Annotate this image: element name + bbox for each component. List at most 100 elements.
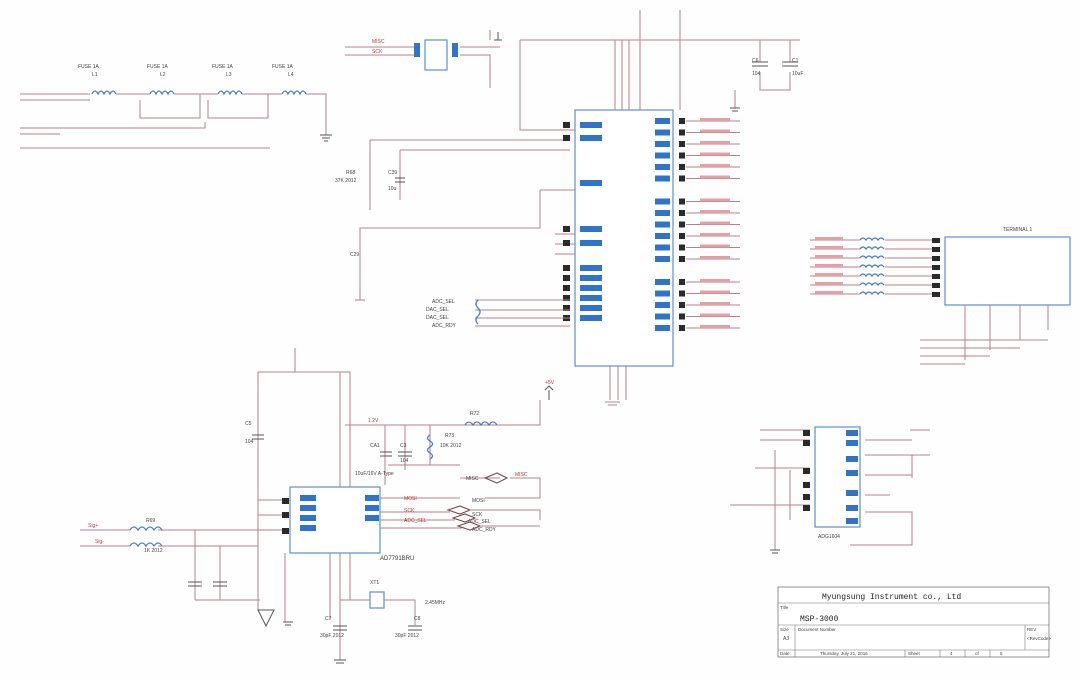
c1-label: C1: [792, 58, 799, 64]
mcu-pad: [655, 313, 670, 320]
conn-net-label: [815, 282, 843, 285]
small-ic-pin: [803, 482, 810, 488]
mcu-pin: [679, 210, 685, 216]
svg-text:ADC_SEL: ADC_SEL: [468, 519, 491, 525]
conn-resistor: [859, 282, 885, 287]
c3-value: 104: [400, 458, 409, 464]
adc-pad: [300, 525, 316, 531]
mcu-pad: [580, 285, 602, 291]
r68-value: 37K 2012: [335, 178, 357, 184]
conn-net-label: [815, 255, 843, 258]
small-ic-pad: [846, 440, 858, 446]
adc-pad: [365, 515, 379, 521]
mcu-right-pins: [655, 118, 685, 331]
c39-value: 10u: [388, 186, 397, 192]
c8-label: C8: [414, 616, 421, 622]
net-label: [700, 221, 730, 225]
mcu-pin: [679, 198, 685, 205]
small-ic-pin: [803, 440, 810, 446]
date-value: Thursday, July 21, 2016: [820, 651, 868, 656]
mcu-pin: [679, 118, 685, 124]
net-label: [700, 233, 730, 236]
r69-label: R69: [146, 518, 155, 524]
mcu-pad: [580, 226, 602, 232]
mcu-pin: [679, 152, 685, 159]
sheet-label: Sheet: [908, 651, 921, 656]
mcu-pin: [679, 164, 685, 170]
mcu-pin: [679, 302, 685, 308]
conn-net-label: [815, 273, 843, 276]
xt1-value: 2.45MHz: [425, 600, 446, 606]
svg-text:L2: L2: [160, 72, 166, 78]
c5-value: 104: [245, 439, 254, 445]
svg-text:FUSE 1A: FUSE 1A: [78, 64, 100, 70]
rev-label: REV: [1027, 627, 1036, 632]
conn-net-label: [815, 246, 843, 249]
conn-resistor: [859, 291, 885, 296]
small-ic-pad: [846, 456, 858, 462]
xt1-label: XT1: [370, 580, 379, 586]
mosi-net: MOSI: [472, 498, 485, 504]
mcu-pin: [679, 175, 685, 182]
conn-pin: [932, 283, 940, 288]
mcu-pin: [679, 141, 685, 147]
mcu-pad: [655, 198, 670, 205]
adc-pad: [365, 495, 379, 501]
svg-text:ADC_RDY: ADC_RDY: [472, 527, 497, 533]
svg-text:FUSE 1A: FUSE 1A: [212, 64, 234, 70]
mcu-pin: [563, 275, 570, 281]
mcu-pad: [580, 315, 602, 321]
net-label: [700, 141, 730, 144]
ca1-value: 10uF/16V A-Type: [355, 471, 394, 477]
r73-value: 10K 2012: [440, 443, 462, 449]
svg-text:FUSE 1A: FUSE 1A: [147, 64, 169, 70]
small-ic-pin: [803, 468, 810, 474]
adc-pad: [300, 495, 316, 501]
mcu-pin: [679, 129, 685, 136]
small-ic-label: ADG1604: [818, 534, 840, 540]
small-ic-pad: [846, 505, 858, 511]
c1-value: 10uF: [792, 71, 803, 77]
title-field-label: Title: [780, 605, 789, 610]
net-label: [700, 325, 730, 328]
sig-plus-label: Sig+: [88, 523, 98, 529]
of-value: 5: [1000, 651, 1003, 656]
c39-label: C39: [388, 170, 397, 176]
net-label: [700, 302, 730, 305]
mcu-pad: [655, 233, 670, 239]
adc-pad: [300, 505, 316, 511]
main-mcu: R68 37K 2012 C39 10u C29: [335, 40, 674, 406]
net-label: [700, 290, 730, 294]
svg-text:L1: L1: [92, 72, 98, 78]
mcu-pad: [655, 129, 670, 136]
ca1-label: CA1: [370, 443, 380, 449]
conn-pin: [932, 238, 940, 243]
small-ic-section: ADG1604: [730, 426, 930, 554]
c8-value: 30pF 2012: [395, 633, 419, 639]
mcu-pad: [655, 118, 670, 124]
sheet-value: 4: [950, 651, 953, 656]
c5-label: C5: [245, 421, 252, 427]
mcu-pad: [655, 290, 670, 297]
mcu-pin: [563, 295, 570, 301]
size-label: Size: [780, 627, 789, 632]
rev-value: <RevCode>: [1027, 636, 1051, 641]
c6-label: C6: [752, 58, 759, 64]
mcu-pad: [580, 240, 602, 246]
conn-resistor: [859, 237, 885, 242]
conn-resistor: [859, 273, 885, 278]
vplus-label: +5V: [545, 380, 555, 386]
mcu-pad: [580, 180, 602, 186]
mcu-pin: [563, 226, 570, 232]
svg-text:FUSE 1A: FUSE 1A: [272, 64, 294, 70]
mcu-right-nets: [686, 118, 740, 329]
conn-pin: [932, 292, 940, 297]
net-label: [700, 244, 730, 248]
svg-text:L3: L3: [226, 72, 232, 78]
mcu-pin: [563, 265, 570, 271]
svg-text:L4: L4: [288, 72, 294, 78]
mcu-pad: [580, 305, 602, 311]
title-block: Myungsung Instrument co., Ltd Title MSP-…: [777, 586, 1051, 658]
net-label: [700, 164, 730, 167]
